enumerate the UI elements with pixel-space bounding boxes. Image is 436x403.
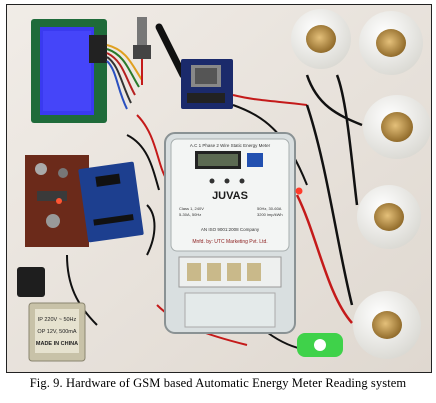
transformer-line-2: OP 12V, 500mA	[37, 329, 76, 335]
meter-spec-left-2: 5-30A, 50Hz	[179, 212, 201, 217]
potentiometer	[133, 17, 151, 85]
status-led	[295, 187, 303, 195]
meter-cert: AN ISO 9001:2008 Company	[201, 227, 260, 232]
green-clip	[297, 333, 343, 357]
bulb-holder-2	[359, 11, 423, 75]
gsm-antenna	[155, 23, 187, 79]
transformer-line-3: MADE IN CHINA	[36, 341, 78, 347]
meter-spec-left-1: Class 1, 240V	[179, 206, 204, 211]
bulb-holder-3	[363, 95, 431, 159]
lcd-display	[31, 19, 107, 123]
bulb-holder-1	[291, 9, 351, 69]
relay-pcb	[25, 155, 89, 247]
bulb-holder-5	[353, 291, 421, 359]
transformer-line-1: IP 220V ~ 50Hz	[38, 317, 77, 323]
ribbon-wires	[106, 44, 143, 110]
bulb-wires	[295, 74, 363, 324]
meter-header: A.C 1 Phase 2 Wire Static Energy Meter	[190, 143, 271, 148]
gsm-module	[181, 59, 233, 109]
meter-brand: JUVAS	[212, 190, 248, 202]
bulb-holder-4	[357, 185, 421, 249]
figure-caption: Fig. 9. Hardware of GSM based Automatic …	[29, 376, 407, 390]
hardware-illustration: A.C 1 Phase 2 Wire Static Energy Meter J…	[7, 5, 431, 372]
meter-spec-right-1: 50Hz, 30-60A	[257, 206, 282, 211]
transformer: IP 220V ~ 50Hz OP 12V, 500mA MADE IN CHI…	[28, 302, 86, 362]
energy-meter: A.C 1 Phase 2 Wire Static Energy Meter J…	[164, 132, 296, 334]
meter-spec-right-2: 3200 imp/kWh	[257, 212, 283, 217]
meter-maker: Mnfd. by: UTC Marketing Pvt. Ltd.	[192, 239, 267, 245]
arduino-board	[78, 161, 144, 243]
power-adapter	[17, 267, 45, 297]
hardware-photo: A.C 1 Phase 2 Wire Static Energy Meter J…	[6, 4, 432, 373]
